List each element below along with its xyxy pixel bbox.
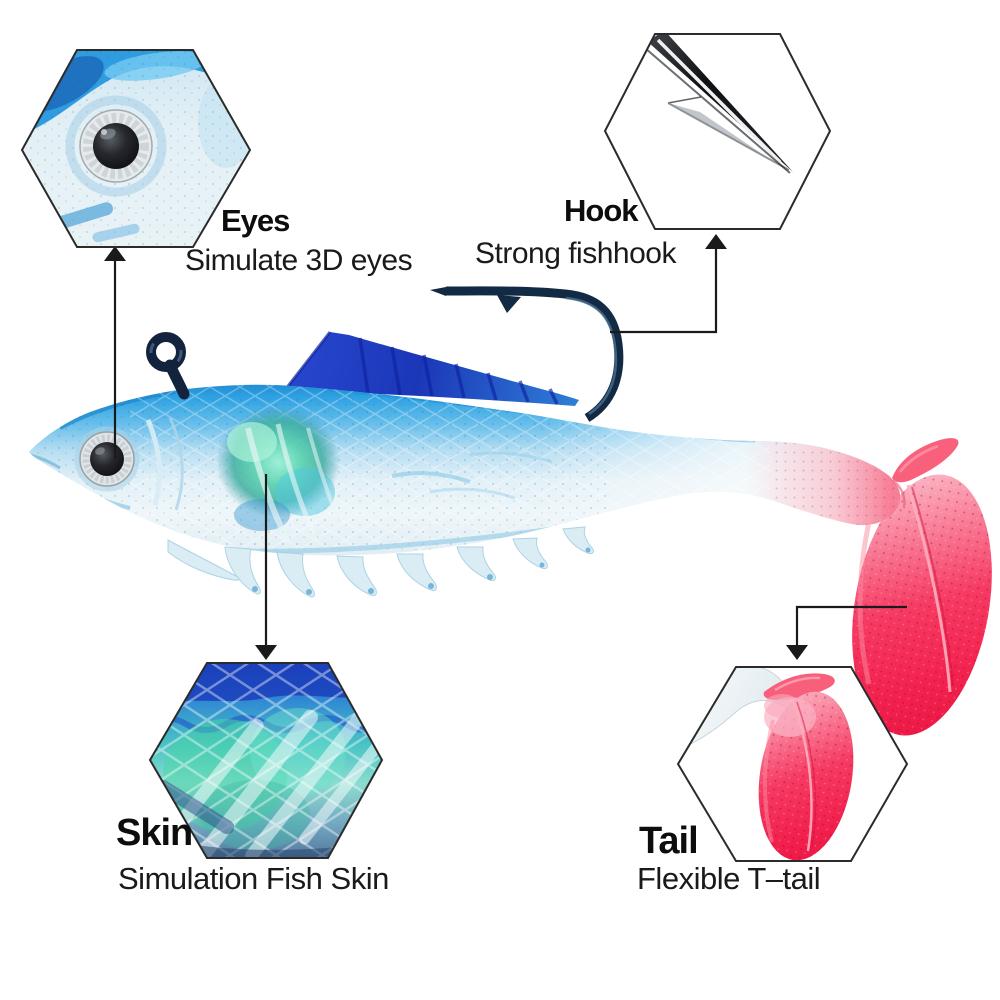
callout-eyes-subtitle: Simulate 3D eyes <box>185 244 413 277</box>
callout-hook-subtitle: Strong fishhook <box>475 237 676 270</box>
tail-spike-fin <box>892 438 959 509</box>
iridescent-skin-patch <box>216 406 342 544</box>
arrowhead-up-icon <box>104 246 126 261</box>
callout-tail-subtitle: Flexible T–tail <box>637 861 821 896</box>
callout-eyes-title: Eyes <box>221 203 290 238</box>
fin-tips <box>252 547 591 595</box>
lure-3d-eye <box>74 426 140 492</box>
fishing-hook <box>430 286 624 422</box>
eyes-detail-hexagon <box>20 49 252 248</box>
eyes-callout-arrow <box>104 246 126 459</box>
callout-hook-title: Hook <box>564 193 638 228</box>
callout-skin-subtitle: Simulation Fish Skin <box>118 861 389 896</box>
belly-fins <box>167 526 594 598</box>
callout-arrows <box>104 234 907 660</box>
arrowhead-down-icon <box>255 645 277 660</box>
tail-callout-arrow <box>786 605 907 660</box>
arrowhead-up-icon <box>705 234 727 249</box>
jig-eyelet <box>146 332 190 400</box>
dorsal-fin <box>283 331 579 406</box>
hook-callout-arrow <box>610 234 727 334</box>
fish-body <box>29 384 901 556</box>
hook-detail-hexagon <box>603 33 832 230</box>
tail-paddle <box>852 474 992 736</box>
eye-closeup-image <box>22 50 250 247</box>
callout-tail-title: Tail <box>639 820 699 862</box>
skin-callout-arrow <box>255 474 277 660</box>
callout-skin-title: Skin <box>116 812 193 854</box>
skin-detail-hexagon <box>148 662 384 859</box>
arrowhead-down-icon <box>786 645 808 660</box>
hook-point-closeup-image <box>644 34 793 174</box>
